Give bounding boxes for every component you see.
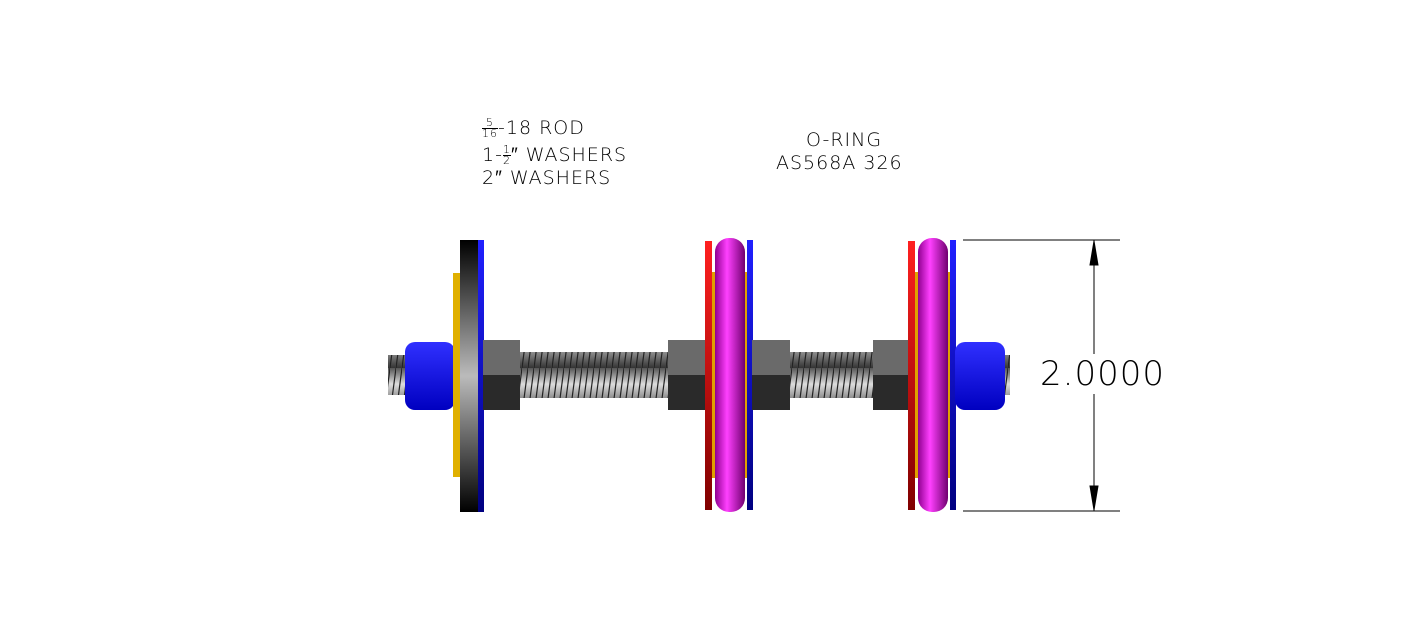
oring-spec-label: AS568A 326 [776,152,903,174]
left-yellow-washer [453,273,461,477]
oring [918,238,948,512]
dimension-value: 2.0000 [1038,354,1167,394]
blue-washer [747,240,753,510]
blue-washer [950,240,956,510]
oring [715,238,745,512]
red-washer [908,241,915,510]
arrow-up-icon [1089,240,1099,266]
red-washer [705,241,712,510]
oring-title-label: O-RING [806,129,883,151]
hex-nut [668,340,706,410]
threaded-rod [388,352,1010,398]
right-blue-nut [955,342,1005,410]
arrow-down-icon [1089,485,1099,511]
left-blue-washer [478,240,484,512]
left-blue-nut [405,342,455,410]
hex-nut [752,340,790,410]
hex-nut [483,340,520,410]
washer-2-label: 2″ WASHERS [482,167,612,189]
left-black-washer [460,240,479,512]
hex-nut [873,340,910,410]
